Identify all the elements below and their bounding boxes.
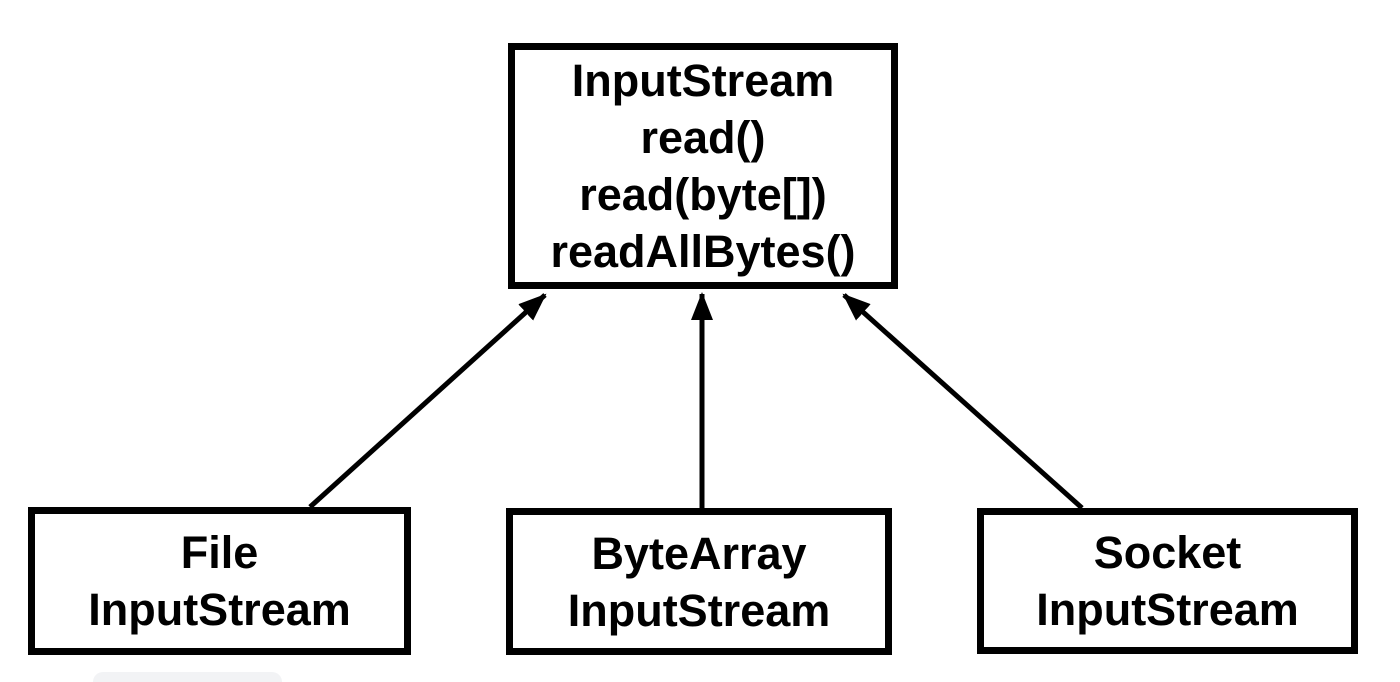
class-box-inputstream: InputStream read() read(byte[]) readAllB…: [508, 43, 898, 289]
class-name-line: InputStream: [88, 584, 351, 635]
class-name-line: InputStream: [1036, 584, 1299, 635]
class-box-fileinputstream: File InputStream: [28, 507, 411, 655]
cropped-gray-element: [93, 672, 282, 682]
class-box-bytearrayinputstream: ByteArray InputStream: [506, 508, 892, 655]
inheritance-arrow-socket: [842, 293, 1084, 510]
method-label: read(byte[]): [579, 169, 827, 220]
class-name-line: InputStream: [567, 584, 831, 636]
class-name-line: File: [180, 527, 259, 578]
class-name-line: Socket: [1093, 527, 1242, 578]
class-name-line: ByteArray: [591, 527, 807, 579]
method-label: readAllBytes(): [550, 226, 856, 277]
class-name: InputStream: [571, 55, 835, 106]
inheritance-arrow-file: [308, 293, 547, 509]
method-label: read(): [640, 112, 766, 163]
class-box-socketinputstream: Socket InputStream: [977, 508, 1358, 654]
